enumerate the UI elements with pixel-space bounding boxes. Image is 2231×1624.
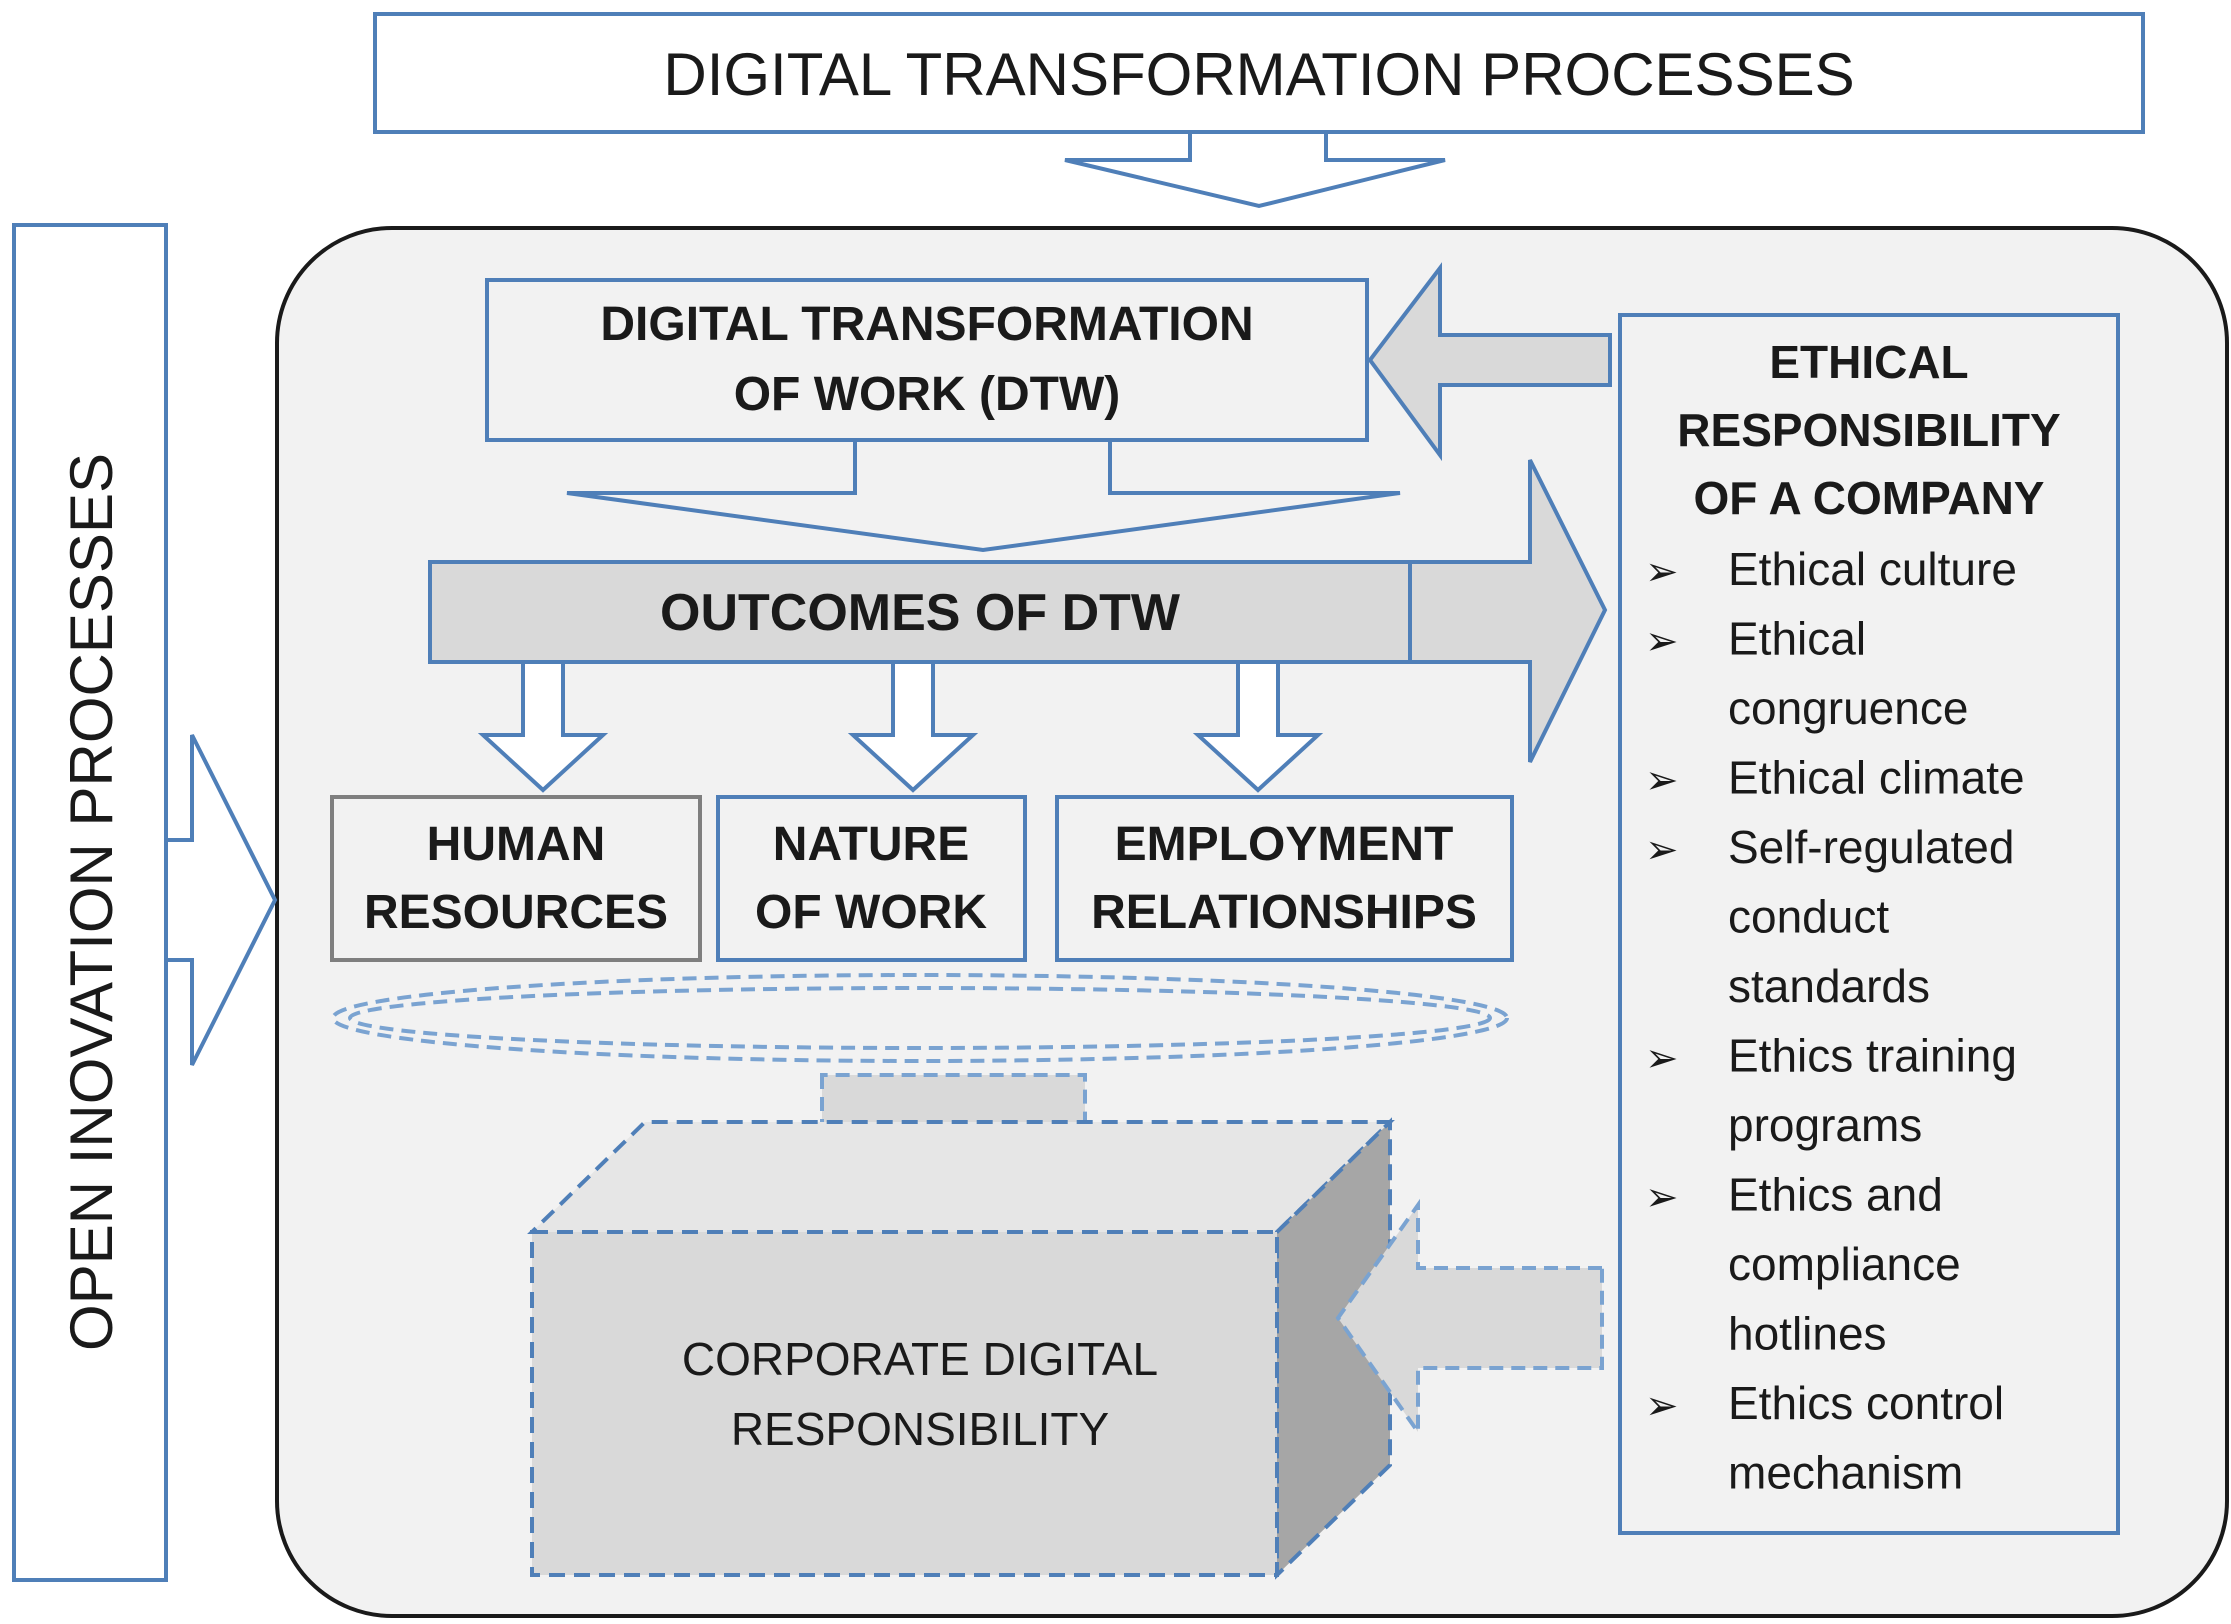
ethical-item-bullet: ➢	[1645, 828, 1679, 872]
ethical-item-bullet: ➢	[1645, 1037, 1679, 1081]
ethical-item-text: compliance	[1728, 1238, 1961, 1290]
ethical-item-bullet: ➢	[1645, 550, 1679, 594]
ethical-item-text: congruence	[1728, 682, 1968, 734]
ethical-item-text: Ethics training	[1728, 1030, 2017, 1082]
human-resources-line2: RESOURCES	[364, 886, 668, 939]
dtw-box	[485, 278, 1369, 442]
dtw-label-line2: OF WORK (DTW)	[734, 368, 1121, 421]
employment-relationships-line2: RELATIONSHIPS	[1091, 886, 1477, 939]
digital-transformation-processes-label: DIGITAL TRANSFORMATION PROCESSES	[663, 41, 1854, 108]
human-resources-line1: HUMAN	[427, 818, 606, 871]
outcomes-to-nature-arrow	[847, 660, 979, 793]
outcomes-to-employment-arrow	[1192, 660, 1324, 793]
employment-relationships-line1: EMPLOYMENT	[1115, 818, 1454, 871]
ethical-responsibility-box	[1618, 313, 2120, 1535]
ethical-item-text: programs	[1728, 1099, 1922, 1151]
outcomes-box	[428, 560, 1412, 664]
grouping-ellipse-outer	[331, 973, 1509, 1063]
ethical-item-bullet: ➢	[1645, 1176, 1679, 1220]
ethical-item-text: Ethical	[1728, 613, 1866, 665]
ethical-item-text: Ethical culture	[1728, 543, 2017, 595]
employment-relationships-box	[1055, 795, 1514, 962]
nature-of-work-box	[716, 795, 1027, 962]
outcomes-to-human-arrow	[477, 660, 609, 793]
digital-transformation-processes-box	[373, 12, 2145, 134]
outcomes-label: OUTCOMES OF DTW	[660, 584, 1181, 642]
nature-of-work-line2: OF WORK	[755, 886, 987, 939]
nature-of-work-line1: NATURE	[773, 818, 969, 871]
ethical-item-text: Ethical climate	[1728, 752, 2025, 804]
open-innovation-processes-box	[12, 223, 168, 1582]
ethical-heading-line2: RESPONSIBILITY	[1677, 404, 2060, 456]
open-innovation-processes-label: OPEN INOVATION PROCESSES	[58, 453, 125, 1351]
grouping-ellipse-inner	[348, 986, 1492, 1050]
ethical-item-bullet: ➢	[1645, 620, 1679, 664]
cdr-box-front	[530, 1230, 1279, 1577]
dtw-label-line1: DIGITAL TRANSFORMATION	[600, 298, 1253, 351]
ethical-item-bullet: ➢	[1645, 1384, 1679, 1428]
ethical-heading-line3: OF A COMPANY	[1694, 472, 2045, 524]
ethics-to-cdr-arrow	[1335, 1198, 1604, 1439]
cdr-label-line1: CORPORATE DIGITAL	[682, 1333, 1158, 1385]
ethical-item-bullet: ➢	[1645, 759, 1679, 803]
left-right-arrow	[164, 734, 278, 1066]
dtw-to-outcomes-arrow	[566, 438, 1401, 553]
top-down-arrow	[1064, 130, 1446, 209]
ethical-item-text: Self-regulated	[1728, 821, 2014, 873]
outcomes-to-ethics-arrow	[1408, 459, 1608, 763]
human-resources-box	[330, 795, 702, 962]
ethical-item-text: Ethics control	[1728, 1377, 2004, 1429]
cdr-box-top	[527, 1120, 1395, 1234]
ethical-item-text: hotlines	[1728, 1308, 1887, 1360]
ethical-heading-line1: ETHICAL	[1769, 336, 1968, 388]
ethical-item-text: conduct	[1728, 891, 1889, 943]
ethics-to-dtw-arrow	[1367, 262, 1612, 462]
cdr-box-side	[1275, 1117, 1392, 1580]
ethical-item-text: Ethics and	[1728, 1169, 1943, 1221]
ethical-item-text: mechanism	[1728, 1447, 1963, 1499]
ethical-item-text: standards	[1728, 960, 1930, 1012]
ethical-items-list: ➢ Ethical culture ➢ Ethical congruence ➢ Ethic…	[1645, 543, 2025, 1499]
cdr-label-line2: RESPONSIBILITY	[731, 1403, 1109, 1455]
